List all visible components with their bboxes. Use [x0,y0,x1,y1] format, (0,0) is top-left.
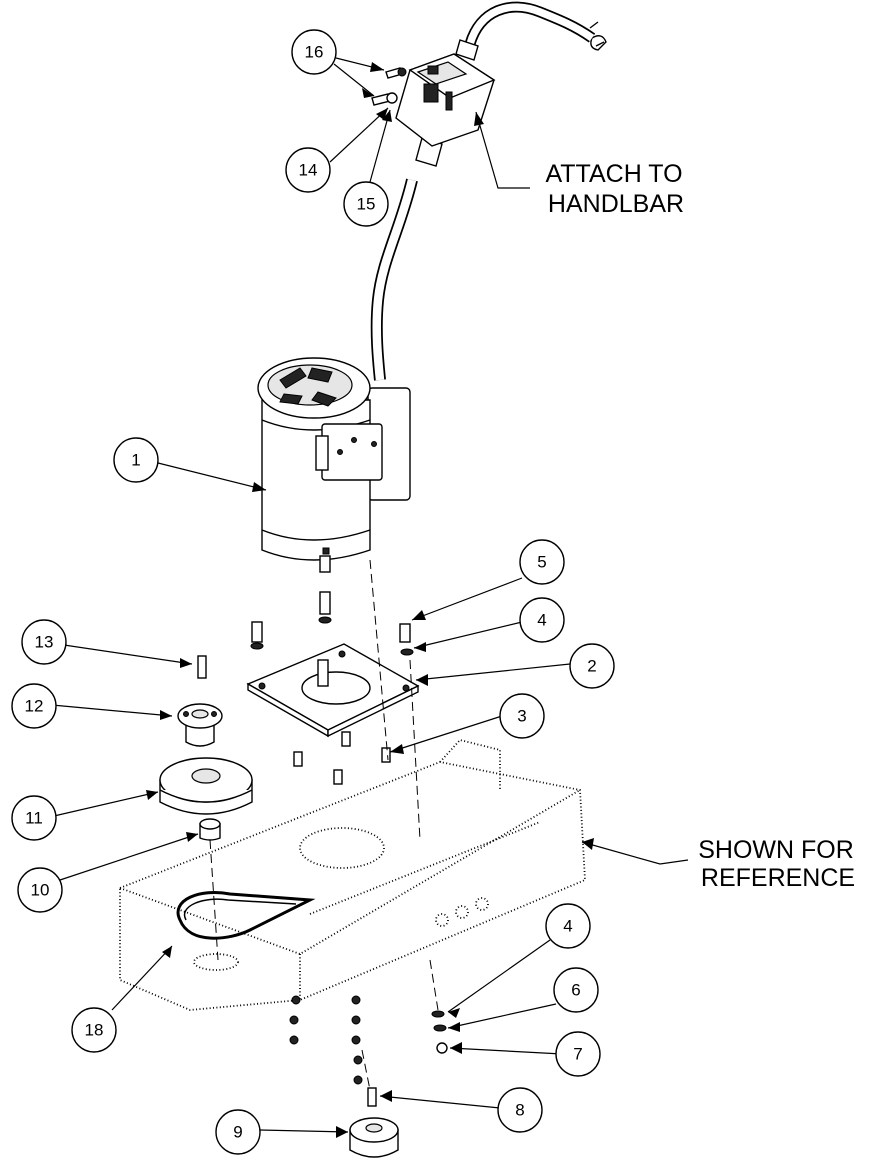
balloon-2: 2 [569,643,615,689]
svg-text:18: 18 [85,1021,104,1040]
svg-text:9: 9 [233,1123,242,1142]
arrowheads [146,62,594,1138]
balloon-15: 15 [343,181,389,227]
svg-text:12: 12 [25,697,44,716]
balloon-6: 6 [553,967,599,1013]
svg-text:ATTACH TO: ATTACH TO [545,160,682,188]
set-screw [367,1087,377,1107]
svg-text:15: 15 [357,195,376,214]
balloon-13: 13 [21,619,67,665]
small-fasteners [371,67,407,106]
svg-text:11: 11 [25,809,43,828]
svg-text:REFERENCE: REFERENCE [701,864,855,892]
balloon-16: 16 [291,29,337,75]
lower-sheave [349,1117,399,1158]
motor-mount-plate [246,643,420,738]
alignment-centerlines [209,559,439,1091]
bushing [199,818,221,841]
svg-text:5: 5 [537,553,546,572]
balloon-18: 18 [71,1007,117,1053]
svg-text:6: 6 [571,981,580,1000]
motor [257,357,411,573]
leader-lines [51,57,689,1133]
power-cord-assembly [370,1,607,381]
balloon-4-upper: 4 [519,597,565,643]
callout-attach-to-handlebar: ATTACH TO HANDLBAR [545,160,684,218]
balloon-7: 7 [555,1031,601,1077]
balloon-8: 8 [497,1087,543,1133]
frame-reference [119,738,586,1011]
balloon-3: 3 [499,693,545,739]
svg-text:10: 10 [31,881,50,900]
svg-text:3: 3 [517,707,526,726]
callout-shown-for-reference: SHOWN FOR REFERENCE [698,836,855,892]
svg-text:HANDLBAR: HANDLBAR [548,190,684,218]
svg-text:14: 14 [299,161,318,180]
motor-bolts [250,591,414,656]
balloon-14: 14 [285,147,331,193]
svg-text:4: 4 [537,611,546,630]
balloon-10: 10 [17,867,63,913]
lower-hardware [289,995,448,1085]
balloon-9: 9 [215,1109,261,1155]
svg-text:4: 4 [563,917,572,936]
balloon-12: 12 [11,683,57,729]
svg-text:13: 13 [35,633,54,652]
taper-hub [177,703,223,747]
svg-text:2: 2 [587,657,596,676]
balloon-11: 11 [11,795,57,841]
svg-text:16: 16 [305,43,324,62]
drive-belt [176,890,316,940]
svg-text:7: 7 [573,1045,582,1064]
balloon-4-lower: 4 [545,903,591,949]
svg-text:1: 1 [131,451,140,470]
plate-bolts [293,731,391,785]
key [197,655,207,679]
balloon-1: 1 [113,437,159,483]
svg-text:SHOWN FOR: SHOWN FOR [698,836,854,864]
drive-sheave [159,757,253,815]
balloon-5: 5 [519,539,565,585]
svg-text:8: 8 [515,1101,524,1120]
